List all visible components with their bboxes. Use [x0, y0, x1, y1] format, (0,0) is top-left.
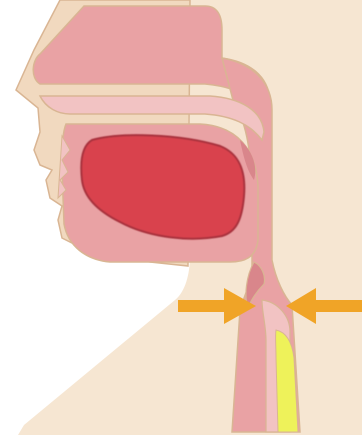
arrow-right-shaft — [178, 300, 224, 312]
arrow-left-shaft — [316, 300, 362, 312]
